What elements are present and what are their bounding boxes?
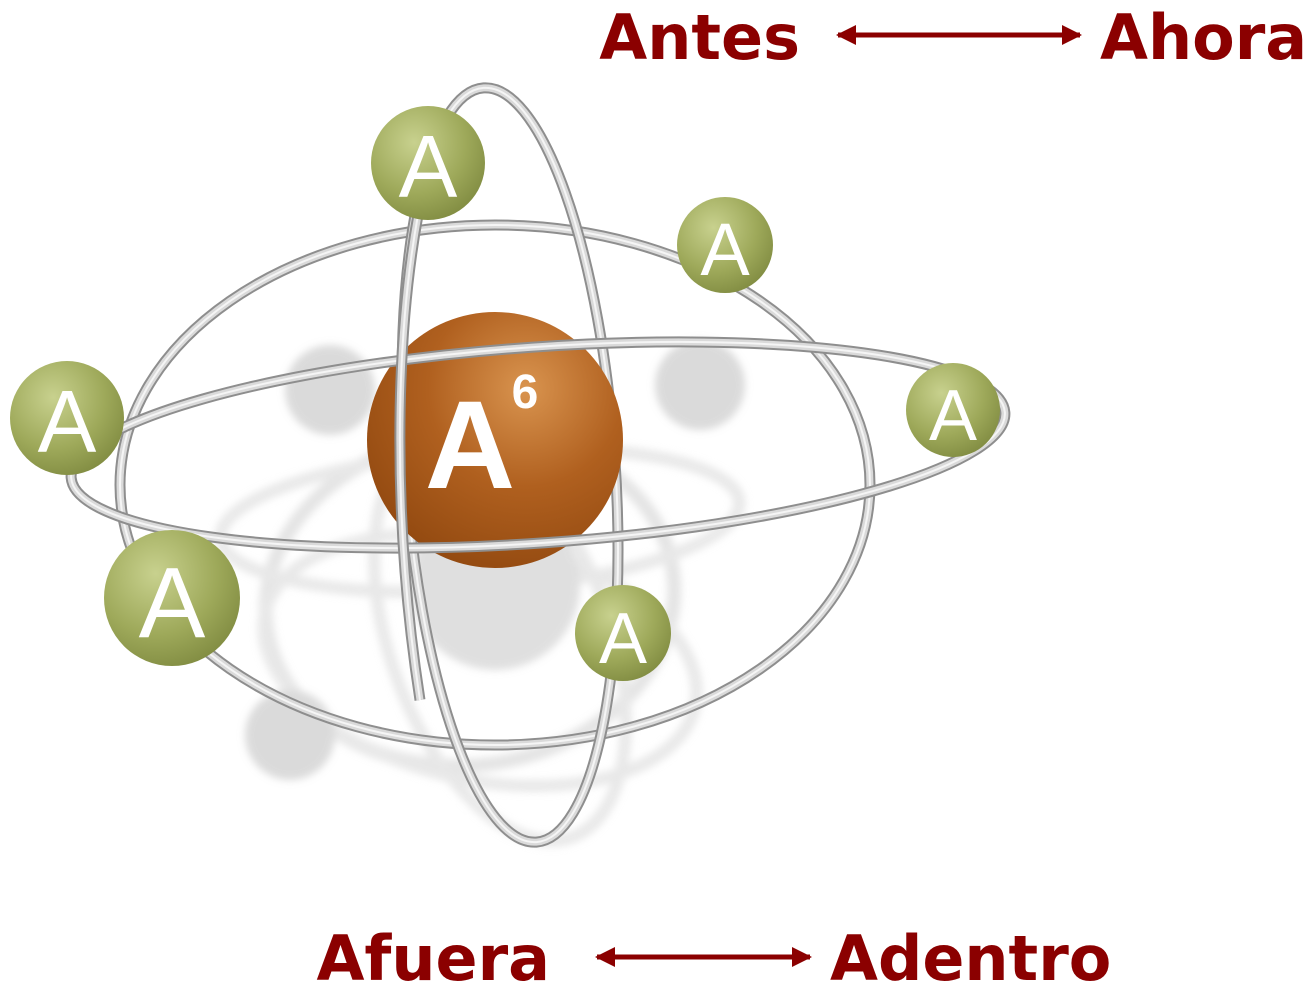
electron-top: A [371,106,485,220]
orbit-flat [65,336,1011,554]
electron-label: A [38,372,97,471]
bottom-caption: Afuera Adentro [316,922,1111,990]
orbit-large [114,219,876,751]
caption-adentro: Adentro [830,922,1111,990]
nucleus-exponent: 6 [512,366,539,419]
top-caption: Antes Ahora [599,1,1307,74]
electron-left: A [10,361,124,475]
electron-lower-left: A [104,530,240,666]
electron-upper-right: A [677,197,773,293]
electron-label: A [139,547,206,659]
electron-right: A [906,363,1000,457]
electron-lower-right: A [575,585,671,681]
electron-label: A [700,208,750,291]
caption-afuera: Afuera [316,922,550,990]
caption-ahora: Ahora [1100,1,1307,74]
electron-label: A [599,599,647,679]
electron-label: A [929,376,977,456]
nucleus-letter: A [425,376,515,515]
electron-label: A [399,117,458,216]
caption-antes: Antes [599,1,800,74]
orbit-vertical-front [394,214,426,701]
nucleus: A 6 [367,312,623,568]
